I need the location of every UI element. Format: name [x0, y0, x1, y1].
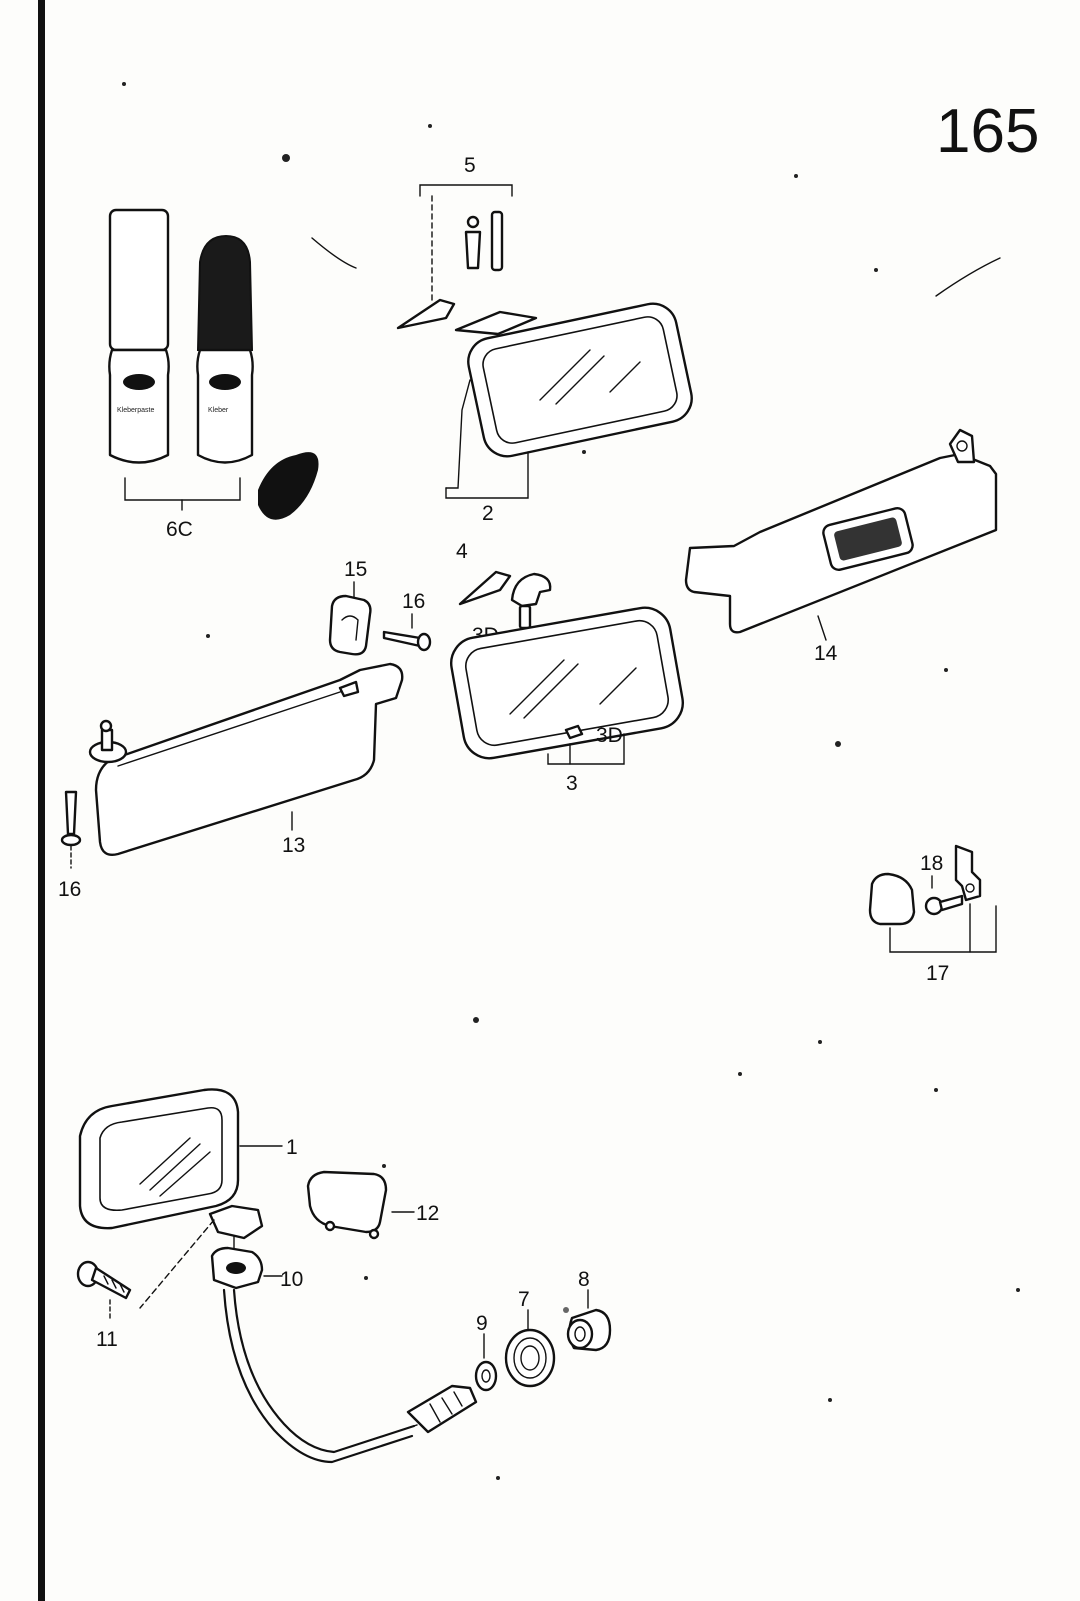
bracket-6c: [124, 477, 241, 501]
callout-16-lower: 16: [58, 878, 81, 901]
screw-16-lower: [60, 790, 82, 847]
knob-8: [566, 1308, 612, 1352]
svg-text:Kleber: Kleber: [208, 407, 229, 414]
callout-12: 12: [416, 1202, 439, 1225]
adjuster-housing: [210, 1246, 264, 1290]
adhesive-bottle-right: Kleber: [196, 234, 254, 464]
adjuster-knob-assembly: [406, 1384, 478, 1434]
callout-4: 4: [456, 540, 468, 563]
callout-11: 11: [96, 1328, 118, 1351]
callout-1: 1: [286, 1136, 298, 1159]
sun-visor-right: [684, 428, 998, 634]
callout-2: 2: [482, 502, 494, 525]
visor-pivot-mount: [88, 719, 128, 764]
callout-14: 14: [814, 642, 838, 665]
adhesive-bottle-left: Kleberpaste: [108, 208, 170, 464]
scan-specks: [122, 82, 1020, 1480]
callout-10: 10: [280, 1268, 303, 1291]
bezel-7: [504, 1328, 556, 1388]
bracket-5: [419, 184, 513, 197]
bracket-17: [889, 905, 997, 953]
mirror-mount-bracket: [510, 572, 552, 630]
mirror-trim-cap: [306, 1170, 388, 1240]
interior-mirror-center: [450, 606, 684, 760]
callout-5: 5: [464, 154, 476, 177]
screw-16-upper: [382, 630, 432, 652]
bracket-2: [445, 451, 529, 499]
mounting-screw-11: [76, 1260, 132, 1300]
binding-edge: [38, 0, 45, 1601]
remote-control-cable: [222, 1288, 421, 1464]
scan-mark-2: [935, 257, 1001, 297]
nut-9: [474, 1360, 498, 1392]
svg-text:Kleberpaste: Kleberpaste: [117, 407, 154, 414]
callout-18: 18: [920, 852, 943, 875]
mirror-base: [208, 1204, 264, 1259]
callout-6c: 6C: [166, 518, 193, 541]
interior-mirror-upper: [454, 302, 693, 458]
retainer-bracket: [954, 844, 982, 902]
sun-visor-left: [94, 662, 404, 856]
page-number: 165: [936, 97, 1039, 166]
screw-18: [924, 894, 964, 916]
outside-mirror: [78, 1088, 240, 1230]
mounting-screw-part: [464, 215, 482, 270]
bracket-2-left: [445, 379, 471, 489]
bracket-3: [547, 733, 625, 765]
callout-17: 17: [926, 962, 949, 985]
callout-9: 9: [476, 1312, 488, 1335]
callout-3d-lower: 3D: [596, 724, 623, 747]
ink-smudge: [258, 452, 319, 520]
callout-8: 8: [578, 1268, 590, 1291]
mirror-pad-part: [458, 570, 512, 606]
wedge-pad-part: [396, 298, 456, 330]
cover-cap: [868, 872, 916, 926]
visor-clip: [328, 594, 372, 656]
callout-16-upper: 16: [402, 590, 425, 613]
callout-3: 3: [566, 772, 578, 795]
callout-15: 15: [344, 558, 367, 581]
scan-mark: [311, 237, 357, 269]
callout-13: 13: [282, 834, 305, 857]
mounting-pin-part: [490, 210, 504, 272]
callout-7: 7: [518, 1288, 530, 1311]
